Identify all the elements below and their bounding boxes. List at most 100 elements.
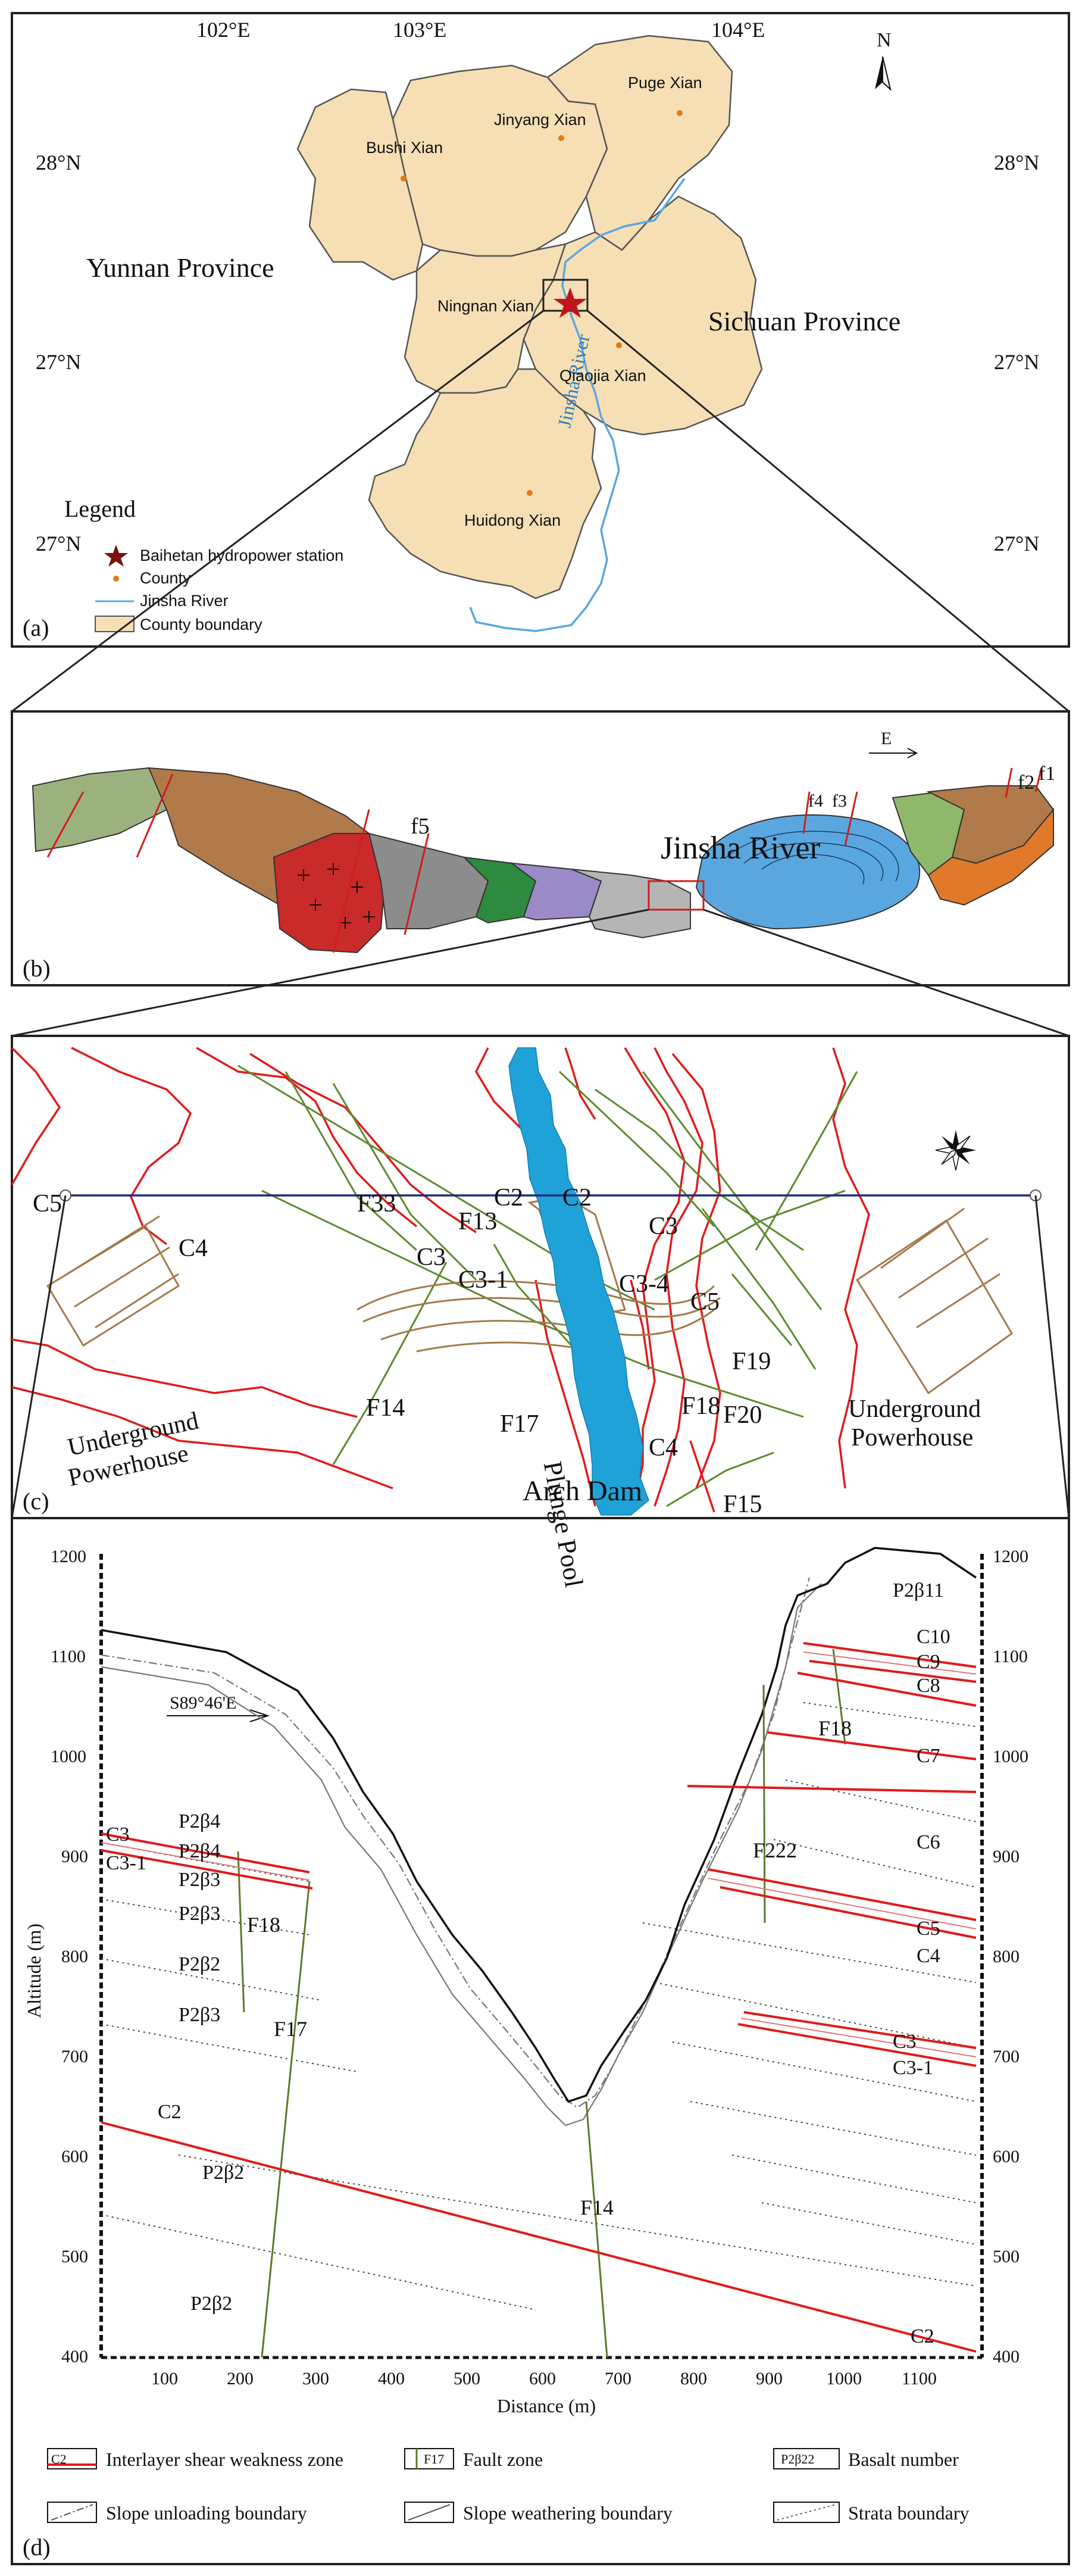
legend-shear-label: Interlayer shear weakness zone (106, 2449, 343, 2470)
county-jinyang (392, 64, 608, 257)
plan-label-f14: F14 (366, 1394, 405, 1422)
profile-r-c9: C9 (917, 1651, 940, 1673)
legend-basalt-symbol (773, 2448, 840, 2469)
ytick-r-1200: 1200 (993, 1547, 1028, 1566)
ytick-r-800: 800 (993, 1947, 1020, 1966)
profile-r-c31: C3-1 (893, 2057, 933, 2079)
lat-label-27b-left: 27°N (36, 532, 81, 555)
legend-county-dot (113, 576, 119, 582)
profile-r-c6: C6 (917, 1831, 940, 1853)
fault-label-f4: f4 (808, 791, 823, 811)
jinsha-river-line (469, 177, 686, 632)
profile-x-ticks: 100 200 300 400 500 600 700 800 900 1000… (151, 2369, 937, 2388)
panel-b-frame (11, 710, 1070, 986)
lat-label-28-right: 28°N (994, 151, 1039, 174)
county-label-qiaojia: Qiaojia Xian (559, 367, 646, 385)
profile-y-ticks-right: 1200 1100 1000 900 800 700 600 500 400 (993, 1547, 1028, 2366)
legend-strata-line (777, 2504, 836, 2521)
xtick-1000: 1000 (826, 2369, 862, 2388)
panel-b-label: (b) (23, 955, 51, 982)
zoom-line-a-left (11, 310, 544, 713)
panel-a-label: (a) (23, 614, 49, 641)
profile-left-labels: C3 C3-1 P2β4 P2β4 P2β3 P2β3 P2β2 P2β3 C2… (106, 1810, 244, 2315)
section-dam-box (648, 880, 705, 911)
legend-item-county: County (140, 569, 191, 587)
profile-y-ticks-left: 1200 1100 1000 900 800 700 600 500 400 (51, 1547, 88, 2366)
ytick-l-1100: 1100 (51, 1647, 86, 1666)
panel-a-frame (11, 12, 1070, 648)
profile-legend: C2 Interlayer shear weakness zone F17 Fa… (47, 2448, 970, 2524)
county-dot-jinyang (558, 135, 564, 141)
profile-x-axis-label: Distance (m) (497, 2395, 596, 2416)
county-dot-puge (677, 110, 683, 116)
lon-label-102: 102°E (196, 18, 250, 42)
legend-item-boundary: County boundary (140, 616, 262, 633)
section-fold-contours (725, 830, 899, 885)
lon-label-104: 104°E (711, 18, 765, 42)
ytick-r-1000: 1000 (993, 1747, 1028, 1766)
profile-label-b31: P2β3 (179, 1903, 220, 1925)
ytick-l-600: 600 (61, 2147, 88, 2166)
profile-label-b32: P2β2 (179, 1953, 220, 1975)
section-stratum-orange (927, 808, 1054, 906)
plan-label-c34: C3-4 (619, 1270, 669, 1298)
plan-label-f17: F17 (500, 1410, 539, 1438)
ytick-l-1000: 1000 (51, 1747, 86, 1766)
county-dot-huidong (527, 490, 533, 496)
plan-label-c2r: C2 (562, 1184, 592, 1211)
north-arrow-icon (875, 56, 892, 91)
compass-rose-icon (935, 1130, 976, 1171)
profile-label-b4: P2β4 (179, 1810, 220, 1832)
ytick-l-800: 800 (61, 1947, 88, 1966)
profile-label-c2: C2 (158, 2101, 182, 2123)
ugp-right-line2: Powerhouse (851, 1424, 973, 1451)
legend-county-swatch (95, 616, 135, 632)
ytick-r-1100: 1100 (993, 1647, 1028, 1666)
profile-ground-surface (101, 1547, 977, 2103)
profile-label-b33: P2β3 (179, 2004, 220, 2026)
legend-unloading-line (51, 2504, 93, 2521)
ytick-r-500: 500 (993, 2247, 1020, 2266)
county-dot-qiaojia (616, 342, 622, 348)
profile-r-c3: C3 (893, 2031, 917, 2053)
xtick-600: 600 (529, 2369, 556, 2388)
profile-fault-labels: F18 F17 F14 F18 F222 (247, 1716, 852, 2219)
county-dot-bushi (401, 176, 406, 182)
legend-unloading-symbol (47, 2502, 97, 2523)
county-label-ningnan: Ningnan Xian (437, 297, 534, 315)
xtick-200: 200 (227, 2369, 254, 2388)
lat-label-27b-right: 27°N (994, 532, 1039, 555)
xtick-300: 300 (302, 2369, 329, 2388)
county-puge (546, 35, 733, 251)
panel-d-label: (d) (23, 2534, 51, 2561)
county-label-jinyang: Jinyang Xian (494, 111, 586, 129)
ytick-r-600: 600 (993, 2147, 1020, 2166)
profile-label-b22: P2β2 (190, 2293, 232, 2315)
zoom-line-c-left (11, 1195, 67, 1519)
ytick-r-900: 900 (993, 1847, 1020, 1866)
yunnan-province-label: Yunnan Province (86, 252, 274, 283)
county-ningnan (404, 243, 567, 394)
panel-d-profile: 1200 1100 1000 900 800 700 600 500 400 1… (11, 1517, 1070, 2565)
ytick-r-700: 700 (993, 2047, 1020, 2066)
panel-c-plan-view: C5 C4 F13 F33 C3 C3-1 C2 C2 C3 C3-4 C5 F… (11, 1035, 1070, 1590)
ytick-r-400: 400 (993, 2347, 1020, 2366)
fault-label-f3: f3 (832, 791, 847, 811)
profile-label-c3: C3 (106, 1824, 130, 1846)
profile-strata-boundaries (101, 1702, 977, 2310)
profile-y-axis-label: Altitude (m) (23, 1924, 45, 2018)
xtick-400: 400 (378, 2369, 405, 2388)
profile-fault-f18-right: F18 (818, 1716, 852, 1740)
legend-star-icon (104, 545, 128, 567)
section-stratum-grey-center (571, 869, 691, 939)
plan-structures (46, 1195, 1013, 1395)
plan-river (508, 1047, 649, 1516)
county-huidong (368, 368, 602, 599)
plan-label-c3r: C3 (649, 1213, 678, 1240)
panel-d-frame (11, 1517, 1070, 2565)
panel-c-label: (c) (23, 1488, 49, 1515)
station-star-icon (553, 288, 587, 318)
profile-label-b5: P2β3 (179, 1869, 220, 1891)
plan-label-f19: F19 (732, 1348, 771, 1375)
xtick-500: 500 (454, 2369, 480, 2388)
